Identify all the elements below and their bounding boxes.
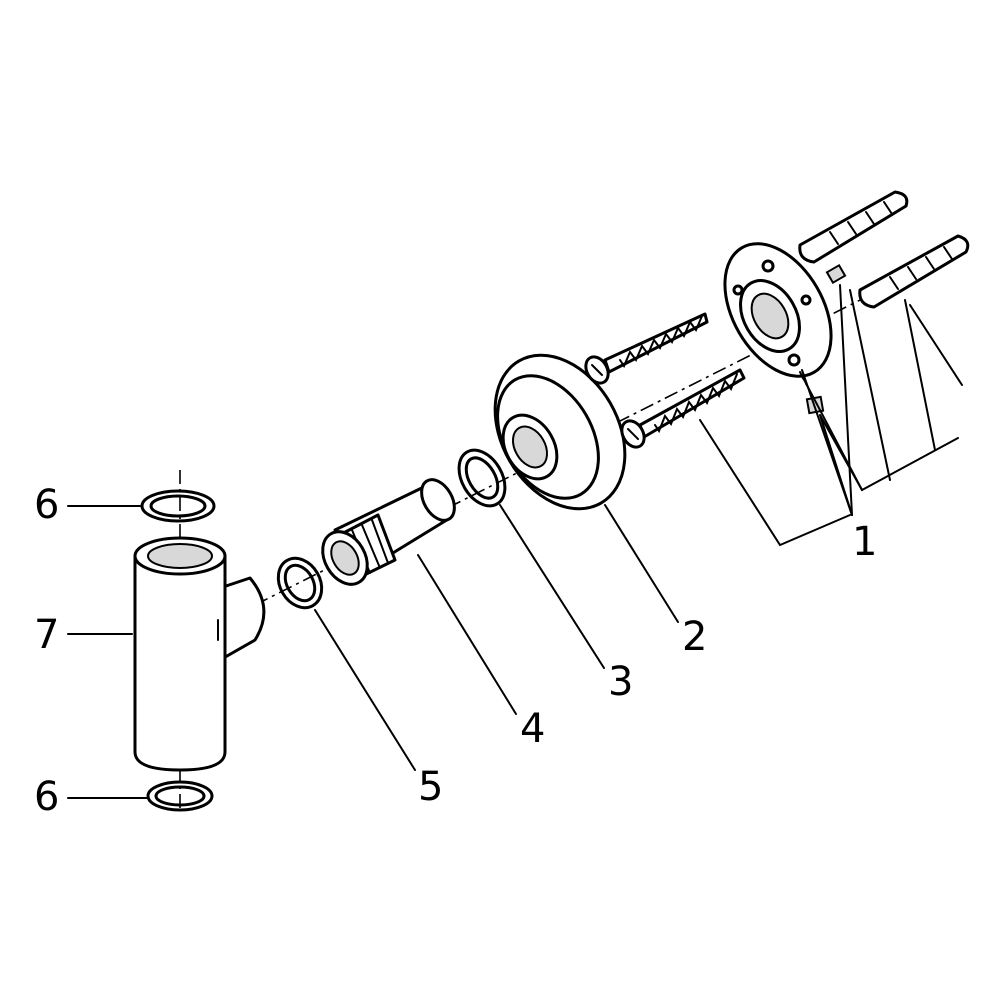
mounting-flange xyxy=(723,242,833,378)
callout-7: 7 xyxy=(34,612,59,658)
callout-6-bottom: 6 xyxy=(34,774,59,820)
connector-sleeve-part-4 xyxy=(321,478,456,586)
rosette-part-2 xyxy=(493,353,627,511)
callout-labels: 1 2 3 4 5 6 6 7 xyxy=(34,482,877,820)
callout-6-top: 6 xyxy=(34,482,59,528)
wall-dowel-lower xyxy=(858,234,970,309)
washer-top-part-6 xyxy=(140,489,216,523)
seal-ring-part-5 xyxy=(276,556,324,610)
callout-2: 2 xyxy=(682,614,707,660)
washer-bottom-part-6 xyxy=(146,780,214,812)
callout-1: 1 xyxy=(852,519,877,565)
callout-5: 5 xyxy=(418,764,443,810)
screw-lower xyxy=(620,368,746,449)
callout-4: 4 xyxy=(520,706,545,752)
o-ring-part-3 xyxy=(457,448,507,508)
grub-screw-upper xyxy=(825,263,847,285)
mounting-kit-part-1 xyxy=(584,190,970,449)
callout-3: 3 xyxy=(608,659,633,705)
t-piece-part-7 xyxy=(133,536,266,772)
screw-upper xyxy=(584,312,709,385)
leader-lines xyxy=(67,284,963,799)
wall-dowel-upper xyxy=(798,190,909,264)
